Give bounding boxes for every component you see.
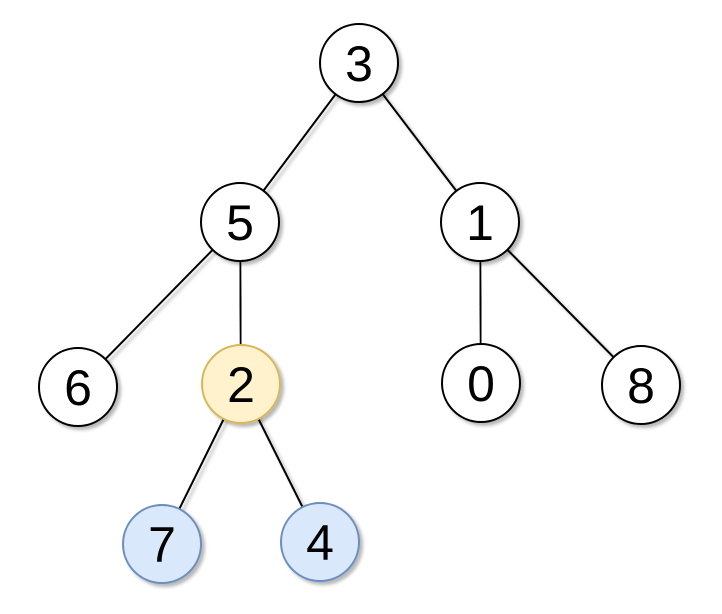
tree-node-8: 8: [601, 345, 681, 425]
tree-node-label-7: 7: [148, 517, 176, 573]
tree-node-label-3: 3: [345, 36, 373, 92]
tree-node-label-6: 6: [64, 360, 92, 416]
tree-node-circle-1: [440, 182, 520, 262]
tree-node-3: 3: [319, 23, 399, 103]
tree-node-circle-5: [200, 182, 280, 262]
tree-node-label-8: 8: [627, 358, 655, 414]
tree-node-circle-2: [201, 344, 281, 424]
nodes-layer: 3 5 1 6 2 0 8 7 4: [38, 23, 681, 584]
tree-node-label-1: 1: [466, 195, 494, 251]
tree-node-5: 5: [200, 182, 280, 262]
tree-node-label-5: 5: [226, 195, 254, 251]
edges-layer: [77, 62, 642, 545]
tree-node-label-0: 0: [467, 356, 495, 412]
tree-node-circle-7: [122, 504, 202, 584]
tree-node-circle-6: [38, 347, 118, 427]
tree-node-7: 7: [122, 504, 202, 584]
tree-node-circle-3: [319, 23, 399, 103]
tree-node-circle-4: [280, 502, 360, 582]
tree-node-label-4: 4: [306, 515, 334, 571]
tree-node-2: 2: [201, 344, 281, 424]
tree-node-0: 0: [441, 343, 521, 423]
tree-node-1: 1: [440, 182, 520, 262]
tree-node-4: 4: [280, 502, 360, 582]
tree-node-6: 6: [38, 347, 118, 427]
tree-node-circle-8: [601, 345, 681, 425]
tree-node-circle-0: [441, 343, 521, 423]
tree-node-label-2: 2: [227, 357, 255, 413]
